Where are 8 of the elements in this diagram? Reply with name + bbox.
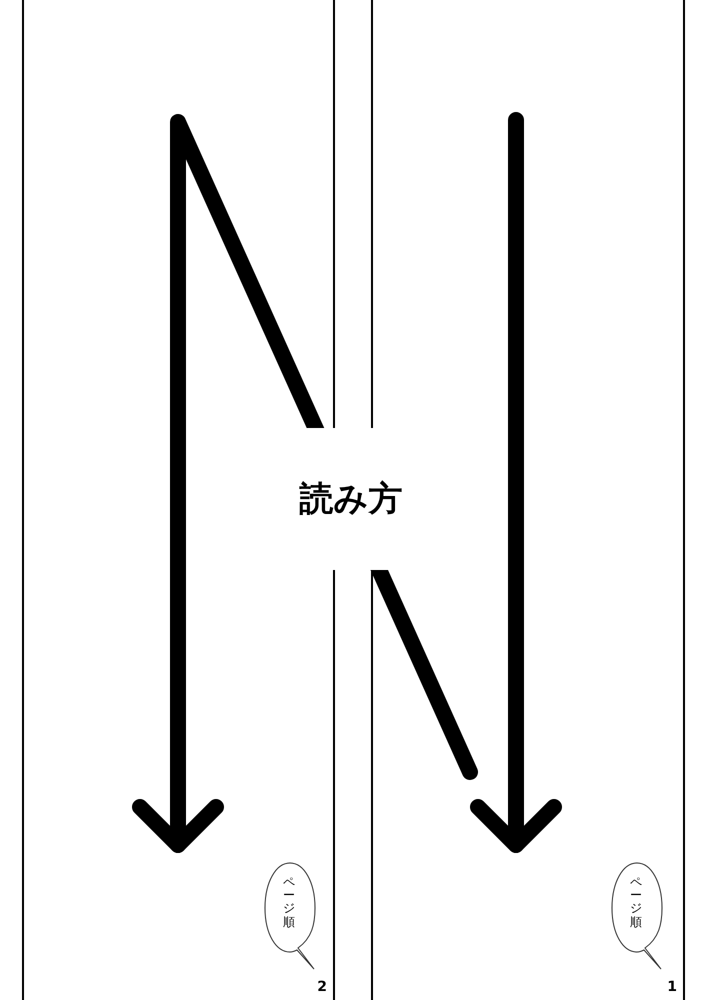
page-number: 2 <box>317 978 327 997</box>
speech-bubble <box>264 862 316 970</box>
page-panel <box>22 0 335 1000</box>
bubble-text: ページ順 <box>630 876 642 929</box>
bubble-text: ページ順 <box>283 876 295 929</box>
title-text: 読み方 <box>300 478 402 520</box>
speech-bubble <box>611 862 663 970</box>
page-number: 1 <box>667 978 677 997</box>
